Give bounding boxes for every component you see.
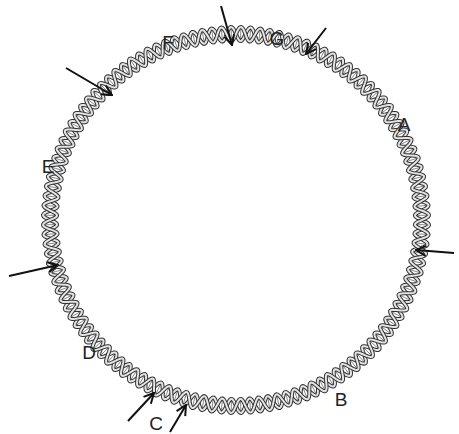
strand — [43, 27, 429, 413]
region-label: B — [335, 390, 348, 409]
cut-arrow — [221, 6, 232, 45]
cut-arrow — [66, 68, 112, 95]
region-label: E — [42, 157, 55, 176]
region-label: G — [270, 29, 285, 48]
cut-arrow — [170, 405, 186, 432]
cut-arrow — [306, 28, 326, 54]
strand-outline — [43, 27, 429, 413]
cut-arrow — [9, 265, 58, 276]
strand — [43, 27, 429, 413]
cut-site-arrows — [9, 6, 454, 432]
strand-outline — [43, 27, 429, 413]
region-label: F — [162, 33, 174, 52]
region-label: D — [82, 343, 96, 362]
region-label: C — [149, 414, 163, 433]
region-label: A — [398, 115, 411, 134]
dna-helix — [43, 27, 429, 413]
cut-arrow — [416, 250, 454, 253]
